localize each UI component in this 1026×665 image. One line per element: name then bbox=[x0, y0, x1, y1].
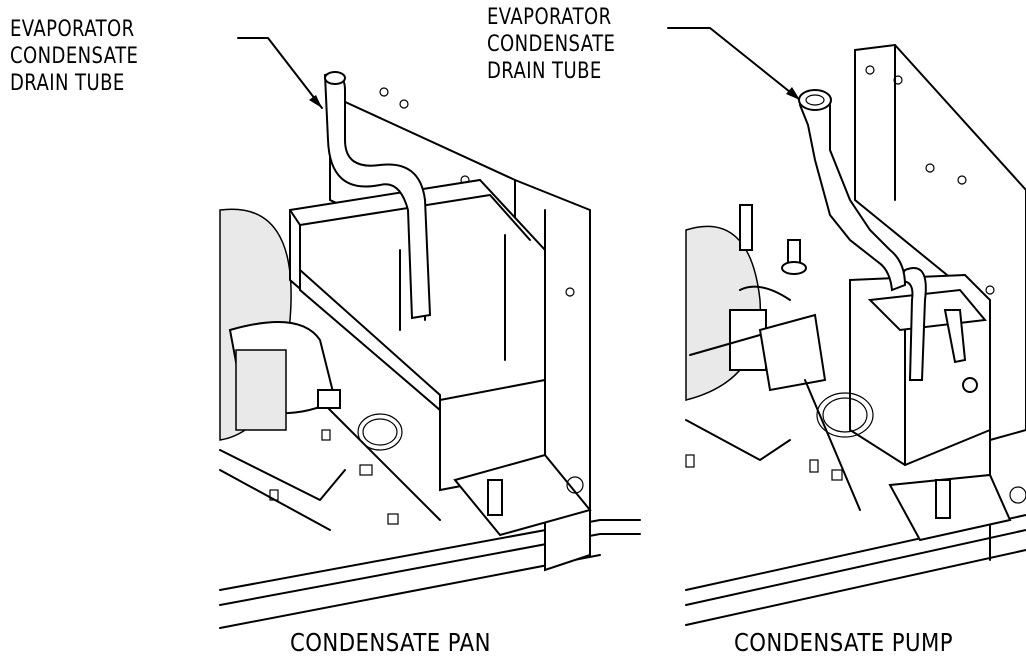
left-callout-line1: EVAPORATOR bbox=[10, 17, 135, 42]
right-callout-label: EVAPORATOR CONDENSATE DRAIN TUBE bbox=[487, 4, 615, 85]
right-callout-line2: CONDENSATE bbox=[487, 32, 616, 57]
left-callout-label: EVAPORATOR CONDENSATE DRAIN TUBE bbox=[10, 16, 138, 97]
left-caption: CONDENSATE PAN bbox=[290, 628, 491, 657]
right-caption: CONDENSATE PUMP bbox=[734, 628, 953, 657]
right-callout-line3: DRAIN TUBE bbox=[487, 59, 602, 84]
right-callout-line1: EVAPORATOR bbox=[487, 5, 612, 30]
left-callout-line2: CONDENSATE bbox=[10, 44, 139, 69]
left-callout-line3: DRAIN TUBE bbox=[10, 71, 125, 96]
